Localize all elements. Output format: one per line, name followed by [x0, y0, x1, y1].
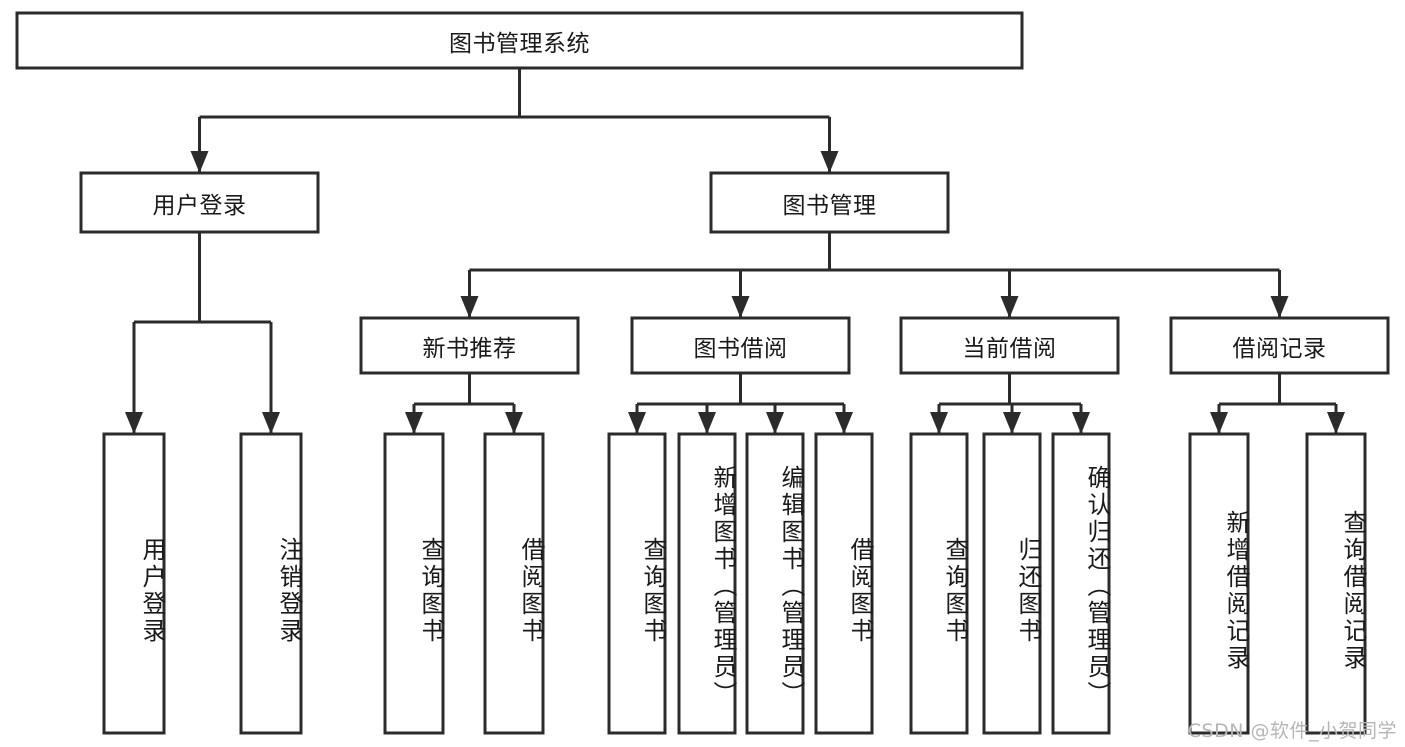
node-leaf-borrow-book-recommend[interactable] — [485, 434, 543, 733]
arrow-leaf-return-book — [1003, 412, 1021, 434]
node-rect-leaf-user-login — [102, 432, 166, 735]
connectors-layer — [125, 68, 1345, 434]
node-rect-root — [15, 11, 1024, 70]
node-leaf-query-borrow-record[interactable] — [1307, 434, 1365, 733]
node-rect-book-management — [709, 171, 950, 234]
node-borrow-record[interactable] — [1171, 318, 1388, 373]
arrow-leaf-user-login — [125, 412, 143, 434]
arrow-user-login — [190, 151, 209, 173]
arrow-leaf-add-book-admin — [698, 412, 716, 434]
node-leaf-borrow-book[interactable] — [816, 434, 872, 733]
arrow-book-borrow — [731, 296, 750, 318]
node-rect-book-borrow — [630, 316, 851, 375]
arrow-leaf-edit-book-admin — [766, 412, 784, 434]
node-leaf-query-book-borrow[interactable] — [609, 434, 665, 733]
node-leaf-return-book[interactable] — [984, 434, 1040, 733]
arrow-borrow-record — [1270, 296, 1289, 318]
boxes-layer — [15, 11, 1390, 735]
arrow-leaf-borrow-book — [835, 412, 853, 434]
node-rect-leaf-query-book-recommend — [383, 432, 445, 735]
node-leaf-user-login[interactable] — [104, 434, 164, 733]
node-rect-borrow-record — [1169, 316, 1390, 375]
node-book-management[interactable] — [711, 173, 948, 232]
node-leaf-logout[interactable] — [241, 434, 301, 733]
node-rect-user-login — [79, 171, 320, 234]
node-rect-leaf-confirm-return-admin — [1051, 432, 1111, 735]
node-user-login[interactable] — [81, 173, 318, 232]
watermark-text: CSDN @软件_小贺同学 — [1187, 720, 1397, 742]
node-rect-leaf-borrow-book-recommend — [483, 432, 545, 735]
node-rect-leaf-query-book-borrow — [607, 432, 667, 735]
node-root[interactable] — [17, 13, 1022, 68]
arrow-book-management — [820, 151, 839, 173]
node-rect-leaf-logout — [239, 432, 303, 735]
arrow-leaf-borrow-book-recommend — [505, 412, 523, 434]
node-rect-leaf-edit-book-admin — [745, 432, 805, 735]
arrow-current-borrow — [1000, 296, 1019, 318]
node-leaf-add-book-admin[interactable] — [679, 434, 735, 733]
node-rect-new-book-recommend — [359, 316, 580, 375]
node-leaf-query-book-recommend[interactable] — [385, 434, 443, 733]
node-leaf-confirm-return-admin[interactable] — [1053, 434, 1109, 733]
node-rect-leaf-query-book-current — [909, 432, 969, 735]
arrow-leaf-query-book-current — [930, 412, 948, 434]
node-book-borrow[interactable] — [632, 318, 849, 373]
arrow-new-book-recommend — [460, 296, 479, 318]
node-leaf-add-borrow-record[interactable] — [1190, 434, 1248, 733]
node-current-borrow[interactable] — [901, 318, 1118, 373]
arrow-leaf-confirm-return-admin — [1072, 412, 1090, 434]
node-rect-leaf-add-book-admin — [677, 432, 737, 735]
node-new-book-recommend[interactable] — [361, 318, 578, 373]
arrow-leaf-query-borrow-record — [1327, 412, 1345, 434]
arrow-leaf-logout — [262, 412, 280, 434]
node-rect-leaf-return-book — [982, 432, 1042, 735]
node-leaf-query-book-current[interactable] — [911, 434, 967, 733]
node-rect-leaf-borrow-book — [814, 432, 874, 735]
node-rect-leaf-add-borrow-record — [1188, 432, 1250, 735]
node-rect-current-borrow — [899, 316, 1120, 375]
arrow-leaf-query-book-recommend — [405, 412, 423, 434]
arrow-leaf-query-book-borrow — [628, 412, 646, 434]
arrow-leaf-add-borrow-record — [1210, 412, 1228, 434]
node-leaf-edit-book-admin[interactable] — [747, 434, 803, 733]
node-rect-leaf-query-borrow-record — [1305, 432, 1367, 735]
